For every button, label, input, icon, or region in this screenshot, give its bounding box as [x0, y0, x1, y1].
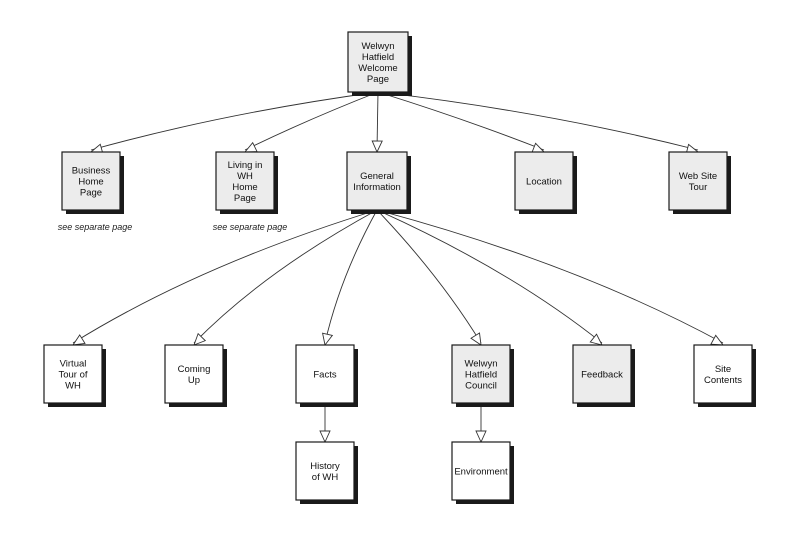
page-box-virtual-rect: [43, 344, 103, 404]
arrowhead-facts-to-history: [319, 430, 331, 444]
page-box-business-rect: [61, 151, 121, 211]
page-box-facts: Facts: [295, 344, 358, 407]
living-note: see separate page: [213, 222, 288, 232]
edge-general-to-facts: [324, 209, 378, 344]
page-box-facts-label: Facts: [313, 370, 336, 381]
page-box-welcome-label: Welcome: [358, 63, 397, 74]
business-note: see separate page: [58, 222, 133, 232]
page-box-virtual-label: Tour of: [58, 370, 87, 381]
page-box-business-label: Home: [78, 177, 103, 188]
page-box-location-label: Location: [526, 177, 562, 188]
edge-general-to-virtual: [72, 209, 378, 344]
arrowhead-general-to-virtual: [72, 334, 86, 346]
page-boxes-layer: WelwynHatfieldWelcomePageBusinessHomePag…: [43, 31, 756, 504]
arrowhead-general-to-contents: [710, 334, 724, 346]
arrowhead-welcome-to-location: [531, 142, 546, 154]
edge-welcome-to-living: [244, 91, 379, 151]
page-box-living-rect: [215, 151, 275, 211]
page-box-general-label: General: [360, 171, 394, 182]
edge-welcome-to-tour: [377, 91, 699, 151]
page-box-council-label: Hatfield: [465, 370, 497, 381]
page-box-living-label: Living in: [228, 160, 263, 171]
page-box-council-label: Welwyn: [464, 359, 497, 370]
page-box-contents-label: Site: [715, 364, 731, 375]
page-box-contents-label: Contents: [704, 375, 742, 386]
page-box-virtual-label: Virtual: [60, 359, 87, 370]
page-box-tour-label: Tour: [689, 182, 707, 193]
connector-layer: [72, 91, 724, 444]
page-box-history-label: of WH: [312, 472, 339, 483]
page-box-council-label: Council: [465, 381, 497, 392]
page-box-history-rect: [295, 441, 355, 501]
page-box-general-label: Information: [353, 182, 401, 193]
edge-general-to-feedback: [376, 209, 603, 344]
page-box-coming-label: Coming: [178, 364, 211, 375]
page-box-tour-label: Web Site: [679, 171, 717, 182]
arrowhead-welcome-to-general: [371, 140, 383, 154]
page-box-business-label: Business: [72, 166, 111, 177]
page-box-environment-label: Environment: [454, 467, 508, 478]
page-box-contents-rect: [693, 344, 753, 404]
page-box-welcome-label: Welwyn: [361, 41, 394, 52]
page-box-feedback: Feedback: [572, 344, 635, 407]
edge-general-to-contents: [376, 209, 724, 344]
page-box-facts-rect: [295, 344, 355, 404]
page-box-environment-rect: [451, 441, 511, 501]
page-box-welcome-label: Hatfield: [362, 52, 394, 63]
edge-welcome-to-business: [90, 91, 379, 151]
arrowhead-general-to-council: [470, 332, 482, 346]
page-box-welcome-rect: [347, 31, 409, 93]
arrowhead-general-to-feedback: [589, 333, 603, 346]
page-box-living-label: Page: [234, 193, 256, 204]
page-box-general-rect: [346, 151, 408, 211]
page-box-location-rect: [514, 151, 574, 211]
edge-welcome-to-location: [377, 91, 545, 151]
page-box-coming-rect: [164, 344, 224, 404]
arrowhead-general-to-coming: [193, 332, 207, 346]
page-box-location: Location: [514, 151, 577, 214]
page-box-council-rect: [451, 344, 511, 404]
page-box-living-label: Home: [232, 182, 257, 193]
edge-general-to-council: [376, 209, 482, 344]
arrowhead-welcome-to-living: [244, 141, 258, 153]
page-box-environment: Environment: [451, 441, 514, 504]
page-box-virtual-label: WH: [65, 381, 81, 392]
page-box-tour-rect: [668, 151, 728, 211]
page-box-coming-label: Up: [188, 375, 200, 386]
page-box-living-label: WH: [237, 171, 253, 182]
page-box-welcome-label: Page: [367, 74, 389, 85]
arrowhead-general-to-facts: [322, 332, 334, 347]
arrowhead-council-to-environment: [475, 430, 487, 444]
page-box-feedback-rect: [572, 344, 632, 404]
page-box-business-label: Page: [80, 188, 102, 199]
page-box-history-label: History: [310, 461, 340, 472]
page-box-feedback-label: Feedback: [581, 370, 623, 381]
edge-general-to-coming: [193, 209, 378, 344]
